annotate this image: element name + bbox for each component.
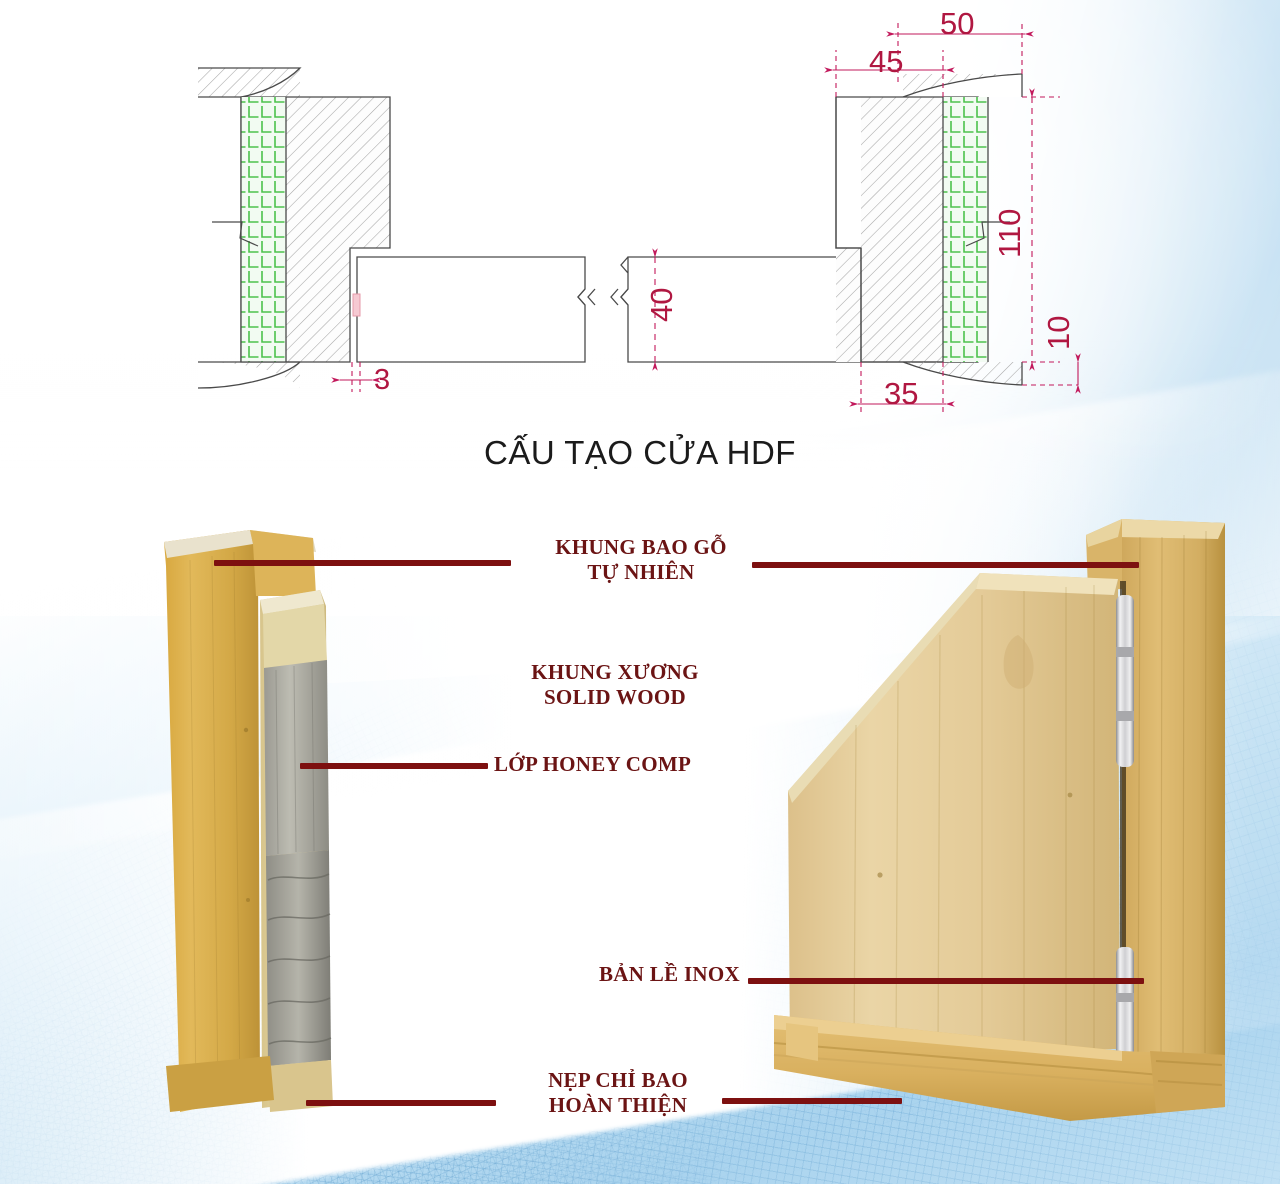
- leader-line-nep-chi-bao-right: [722, 1098, 902, 1104]
- technical-drawing: 3 40 35 45 50 110 10: [197, 6, 1081, 412]
- dimension-labels: 3 40 35 45 50 110 10: [374, 6, 1076, 411]
- leader-line-khung-bao-go-left: [214, 560, 511, 566]
- callout-khung-bao-go: KHUNG BAO GỖ TỰ NHIÊN: [496, 535, 786, 585]
- dim-50: 50: [940, 6, 974, 41]
- leader-line-ban-le-inox: [748, 978, 1144, 984]
- callout-khung-bao-go-line2: TỰ NHIÊN: [587, 559, 695, 584]
- callout-lop-honey-comp: LỚP HONEY COMP: [494, 752, 764, 777]
- callout-khung-bao-go-line1: KHUNG BAO GỖ: [555, 535, 727, 559]
- callout-khung-xuong-line1: KHUNG XƯƠNG: [531, 660, 699, 684]
- callout-ban-le-inox: BẢN LỀ INOX: [540, 962, 740, 987]
- left-jamb-group: [197, 67, 391, 389]
- dim-3: 3: [374, 364, 390, 396]
- dim-110: 110: [992, 209, 1027, 258]
- page-title: CẤU TẠO CỬA HDF: [484, 434, 796, 471]
- callout-lop-honey-comp-line1: LỚP HONEY COMP: [494, 752, 692, 776]
- leader-line-lop-honey-comp: [300, 763, 488, 769]
- dim-40: 40: [644, 288, 679, 322]
- callout-khung-xuong: KHUNG XƯƠNG SOLID WOOD: [470, 660, 760, 710]
- dim-10: 10: [1041, 316, 1076, 350]
- callout-ban-le-inox-line1: BẢN LỀ INOX: [599, 962, 740, 986]
- door-frame-assembly-photo: [773, 519, 1225, 1121]
- dimension-lines: [331, 22, 1081, 412]
- leader-line-khung-bao-go-right: [752, 562, 1139, 568]
- callout-nep-chi-bao: NẸP CHỈ BAO HOÀN THIỆN: [518, 1068, 718, 1118]
- hinge-upper: [1116, 595, 1134, 767]
- dim-45: 45: [869, 44, 903, 79]
- callout-khung-xuong-line2: SOLID WOOD: [543, 684, 687, 709]
- leader-line-nep-chi-bao-left: [306, 1100, 496, 1106]
- callout-nep-chi-bao-line1: NẸP CHỈ BAO: [548, 1068, 688, 1092]
- door-edge-sample-photo: [164, 530, 333, 1112]
- hinge-lower: [1116, 947, 1134, 1065]
- dim-35: 35: [884, 376, 918, 411]
- left-door-leaf: [352, 256, 596, 363]
- right-jamb-group: [835, 73, 1023, 386]
- callout-nep-chi-bao-line2: HOÀN THIỆN: [548, 1092, 688, 1117]
